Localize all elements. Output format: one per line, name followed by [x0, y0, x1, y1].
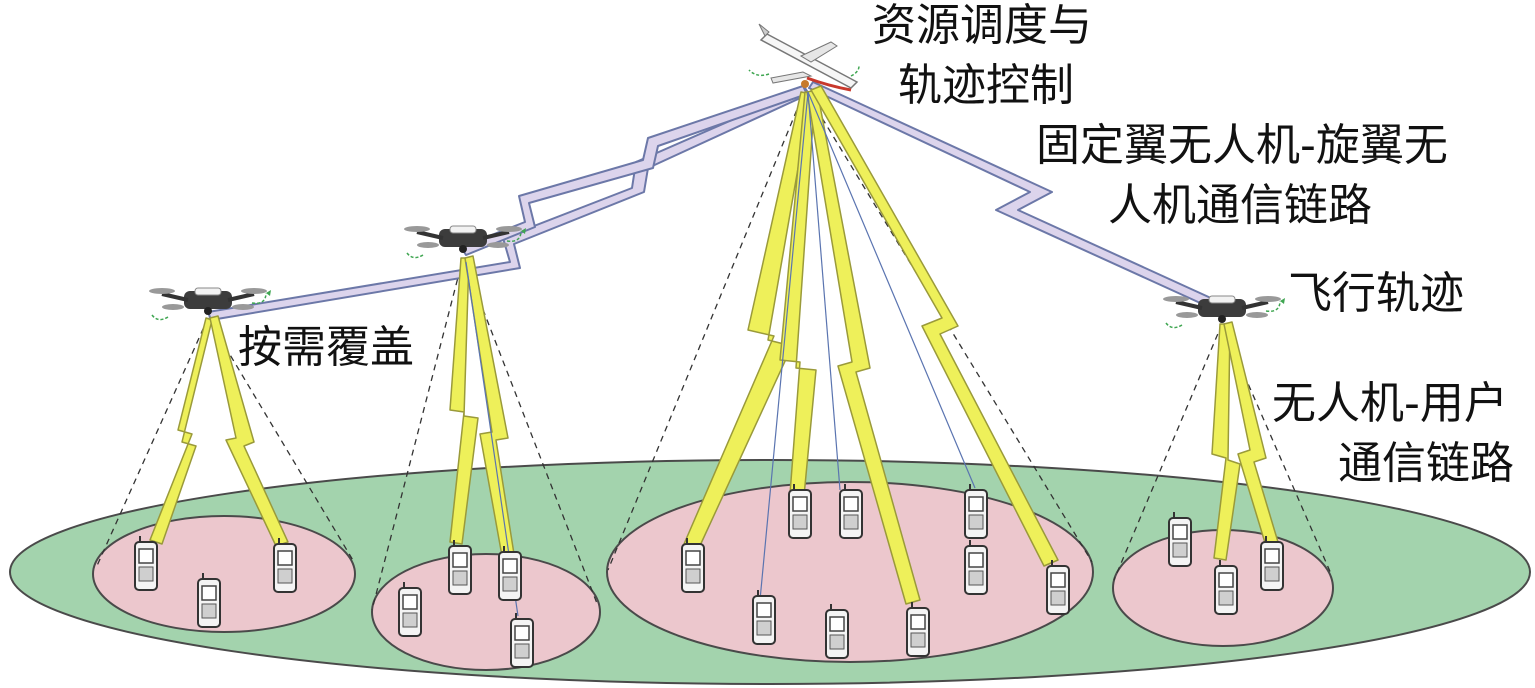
label-flight-path: 飞行轨迹 — [1288, 268, 1464, 319]
label-fixed-wing-link-line1: 固定翼无人机-旋翼无 — [1036, 120, 1448, 171]
uav-user-links — [149, 85, 1279, 605]
rotor-uav-icon — [1161, 294, 1287, 330]
mobile-phone-icon — [906, 601, 930, 657]
user-zone-2 — [371, 553, 601, 671]
mobile-phone-icon — [964, 483, 988, 539]
mobile-phone-icon — [197, 572, 221, 628]
mobile-phone-icon — [1214, 559, 1238, 615]
mobile-phone-icon — [134, 535, 158, 591]
label-on-demand-coverage: 按需覆盖 — [238, 322, 414, 373]
label-resource-scheduling-line1: 资源调度与 — [872, 0, 1092, 51]
mobile-phone-icon — [273, 537, 297, 593]
mobile-phone-icon — [681, 537, 705, 593]
mobile-phone-icon — [1260, 535, 1284, 591]
label-resource-scheduling-line2: 轨迹控制 — [898, 60, 1074, 111]
label-fixed-wing-link-line2: 人机通信链路 — [1108, 180, 1372, 231]
mobile-phone-icon — [448, 539, 472, 595]
mobile-phone-icon — [1168, 511, 1192, 567]
mobile-phone-icon — [964, 539, 988, 595]
user-zone-1 — [92, 515, 356, 633]
mobile-phone-icon — [498, 545, 522, 601]
mobile-phone-icon — [788, 483, 812, 539]
label-uav-user-link-line2: 通信链路 — [1338, 438, 1514, 489]
fixed-wing-uav-icon — [748, 23, 860, 92]
backhaul-links — [207, 81, 1225, 321]
mobile-phone-icon — [398, 581, 422, 637]
label-uav-user-link-line1: 无人机-用户 — [1272, 378, 1508, 429]
mobile-phone-icon — [825, 603, 849, 659]
mobile-phone-icon — [510, 612, 534, 668]
mobile-phone-icon — [752, 589, 776, 645]
mobile-phone-icon — [1046, 559, 1070, 615]
mobile-phone-icon — [839, 483, 863, 539]
